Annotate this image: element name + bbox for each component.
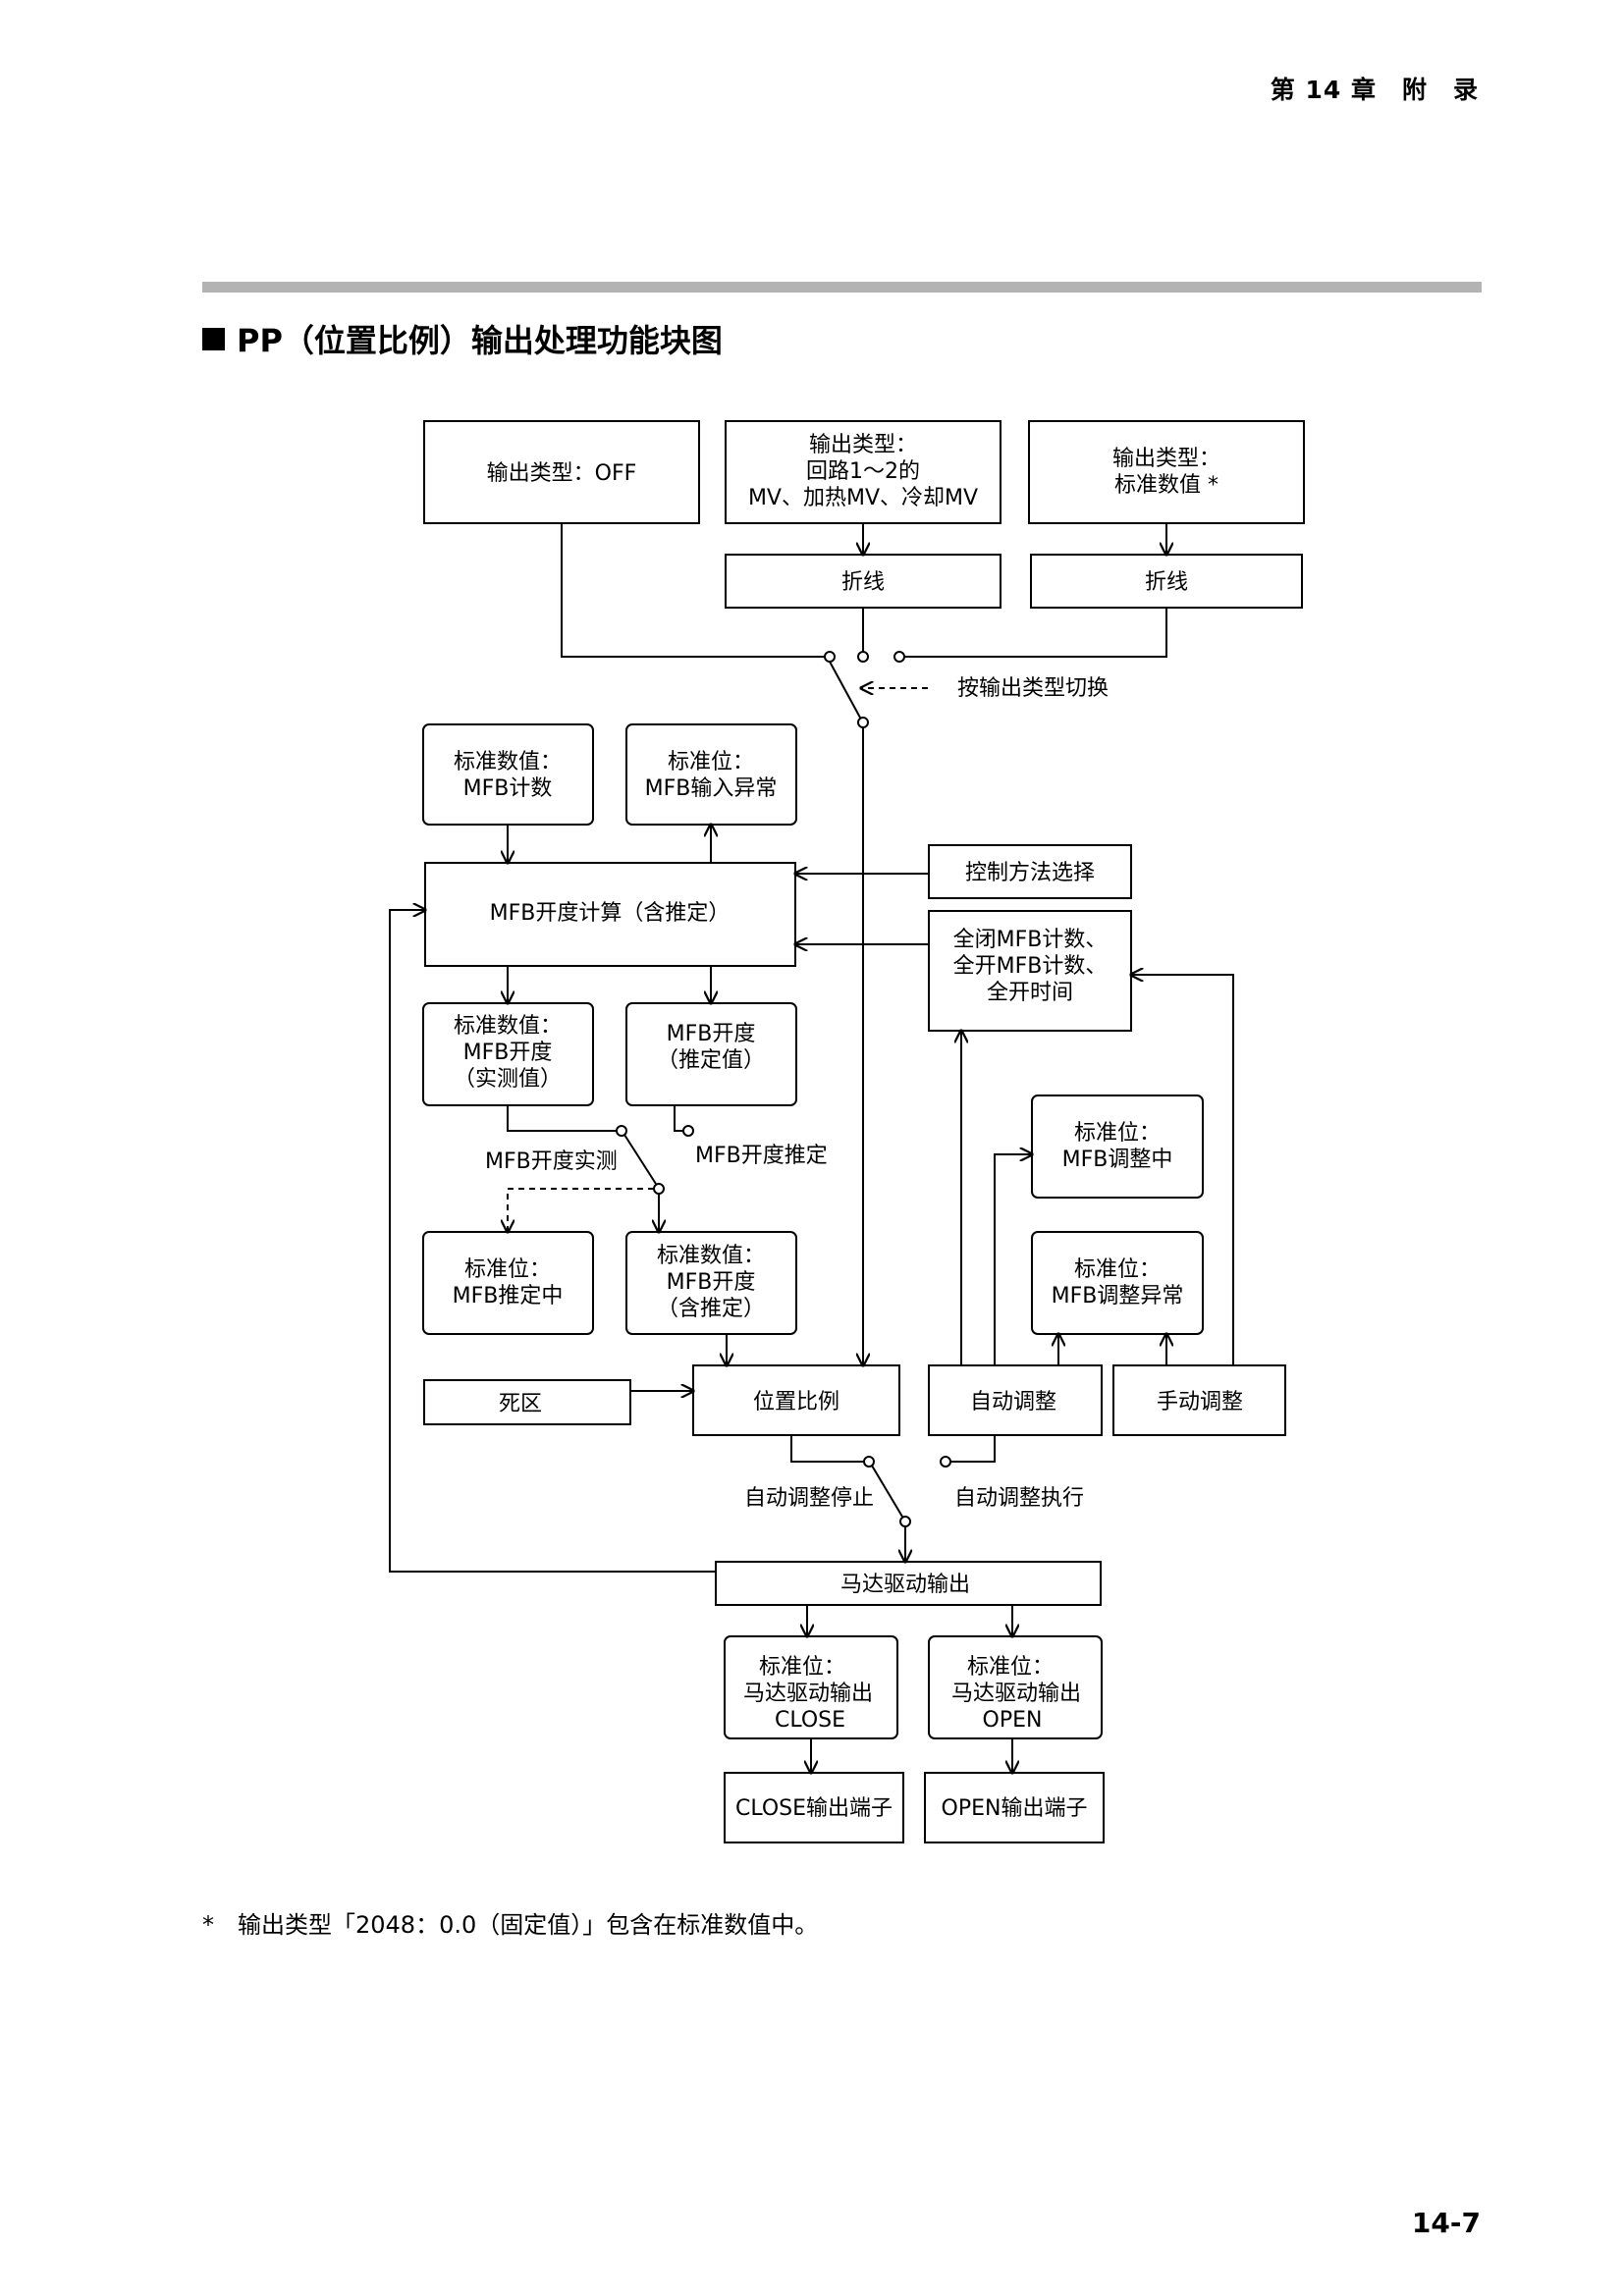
box-flag-mfb-tuning [1031, 1095, 1204, 1199]
label-polyline-1: 折线 [841, 570, 885, 595]
label-flag-mfb-tune-err: 标准位： [1074, 1257, 1161, 1282]
label-mfb-estimated: MFB开度 [667, 1022, 756, 1046]
label-std-mfb-measured: （实测值） [454, 1067, 562, 1092]
arrow-motor-feedback-to-calc [389, 910, 716, 1573]
line-estimated-to-switch [674, 1105, 683, 1132]
label-flag-motor-close: CLOSE [775, 1708, 845, 1733]
label-flag-motor-close: 标准位： [759, 1655, 845, 1680]
label-std-mfb-incl: （含推定） [657, 1297, 765, 1321]
label-flag-mfb-tuning: MFB调整中 [1062, 1148, 1173, 1172]
switch3-blade [871, 1465, 903, 1518]
switch3-contact-exec [940, 1456, 951, 1468]
footnote-mark: * [202, 1911, 214, 1939]
label-deadband: 死区 [499, 1392, 542, 1416]
line-auto-to-switch [950, 1435, 996, 1463]
box-manual-tune [1112, 1364, 1286, 1436]
label-type-mv: MV、加热MV、冷却MV [748, 486, 978, 510]
label-switch-by-type: 按输出类型切换 [957, 676, 1109, 701]
label-flag-motor-open: OPEN [983, 1708, 1043, 1733]
switch1-blade [829, 661, 861, 719]
label-mfb-calc: MFB开度计算（含推定） [490, 901, 731, 926]
label-flag-mfb-tuning: 标准位： [1074, 1121, 1161, 1146]
arrow-auto-to-tuning [994, 1154, 1032, 1365]
footnote: * 输出类型「2048：0.0（固定值）」包含在标准数值中。 [202, 1905, 818, 1940]
label-flag-mfb-input-err: 标准位： [668, 750, 754, 774]
label-type-off: 输出类型：OFF [487, 461, 637, 486]
label-polyline-2: 折线 [1145, 570, 1188, 595]
section-title: PP（位置比例）输出处理功能块图 [202, 316, 723, 361]
line-pos-prop-to-switch [790, 1435, 864, 1463]
switch2-contact-measured [616, 1125, 627, 1137]
square-bullet-icon [202, 328, 225, 350]
label-ctrl-method: 控制方法选择 [965, 861, 1095, 885]
switch2-pivot [653, 1183, 665, 1195]
label-flag-mfb-estimating: MFB推定中 [453, 1284, 564, 1308]
switch1-pivot [857, 717, 869, 728]
label-std-mfb-count: MFB计数 [463, 776, 553, 801]
switch3-contact-stop [863, 1456, 875, 1468]
label-sw-auto-exec: 自动调整执行 [954, 1486, 1084, 1511]
label-mfb-estimated: （推定值） [657, 1048, 765, 1073]
switch2-blade [623, 1134, 657, 1185]
label-manual-tune: 手动调整 [1157, 1390, 1243, 1415]
line-polyline2-to-switch [904, 608, 1167, 658]
line-off-to-switch [561, 523, 825, 658]
label-type-mv: 回路1～2的 [806, 459, 920, 484]
box-ctrl-method [928, 844, 1132, 899]
label-sw-estimated: MFB开度推定 [695, 1144, 828, 1168]
line-measured-to-switch [507, 1105, 617, 1132]
box-pos-prop [692, 1364, 900, 1436]
page-number: 14-7 [1411, 2207, 1481, 2239]
label-flag-motor-close: 马达驱动输出 [743, 1682, 873, 1706]
box-auto-tune [928, 1364, 1103, 1436]
section-rule [202, 282, 1482, 293]
label-std-mfb-incl: MFB开度 [667, 1270, 756, 1295]
box-std-mfb-incl [625, 1231, 797, 1335]
box-flag-mfb-estimating [422, 1231, 594, 1335]
label-flag-motor-open: 马达驱动输出 [951, 1682, 1081, 1706]
label-full-counts: 全开时间 [987, 981, 1073, 1005]
footnote-text: 输出类型「2048：0.0（固定值）」包含在标准数值中。 [238, 1911, 819, 1939]
label-flag-motor-open: 标准位： [967, 1655, 1054, 1680]
switch2-contact-estimated [682, 1125, 694, 1137]
box-std-mfb-count [422, 723, 594, 826]
label-flag-mfb-input-err: MFB输入异常 [645, 776, 778, 801]
label-sw-auto-stop: 自动调整停止 [744, 1486, 874, 1511]
box-flag-mfb-tune-err [1031, 1231, 1204, 1335]
label-auto-tune: 自动调整 [970, 1390, 1056, 1415]
section-title-text: PP（位置比例）输出处理功能块图 [237, 322, 723, 359]
label-std-mfb-measured: MFB开度 [463, 1041, 553, 1065]
label-open-terminal: OPEN输出端子 [942, 1796, 1088, 1821]
label-pos-prop: 位置比例 [753, 1390, 839, 1415]
label-flag-mfb-estimating: 标准位： [464, 1257, 551, 1282]
box-type-std [1028, 420, 1305, 524]
label-full-counts: 全闭MFB计数、 [953, 928, 1108, 952]
chapter-header: 第 14 章 附 录 [1270, 76, 1479, 104]
label-close-terminal: CLOSE输出端子 [735, 1796, 893, 1821]
label-sw-measured: MFB开度实测 [485, 1149, 618, 1174]
box-deadband [423, 1379, 631, 1425]
box-flag-mfb-input-err [625, 723, 797, 826]
switch3-pivot [899, 1516, 911, 1527]
label-flag-mfb-tune-err: MFB调整异常 [1052, 1284, 1184, 1308]
arrow-manual-to-full [1131, 975, 1234, 1365]
label-std-mfb-count: 标准数值： [454, 750, 562, 774]
label-std-mfb-measured: 标准数值： [454, 1014, 562, 1039]
label-type-mv: 输出类型： [809, 433, 917, 457]
label-type-std: 输出类型： [1112, 447, 1220, 471]
label-full-counts: 全开MFB计数、 [953, 954, 1108, 979]
label-motor-out: 马达驱动输出 [840, 1573, 970, 1597]
label-type-std: 标准数值 * [1114, 473, 1218, 498]
switch1-contact-mv [857, 651, 869, 663]
label-std-mfb-incl: 标准数值： [657, 1244, 765, 1268]
switch1-contact-std [893, 651, 905, 663]
switch1-contact-off [824, 651, 836, 663]
arrow-switch2-to-estimating [508, 1188, 654, 1232]
